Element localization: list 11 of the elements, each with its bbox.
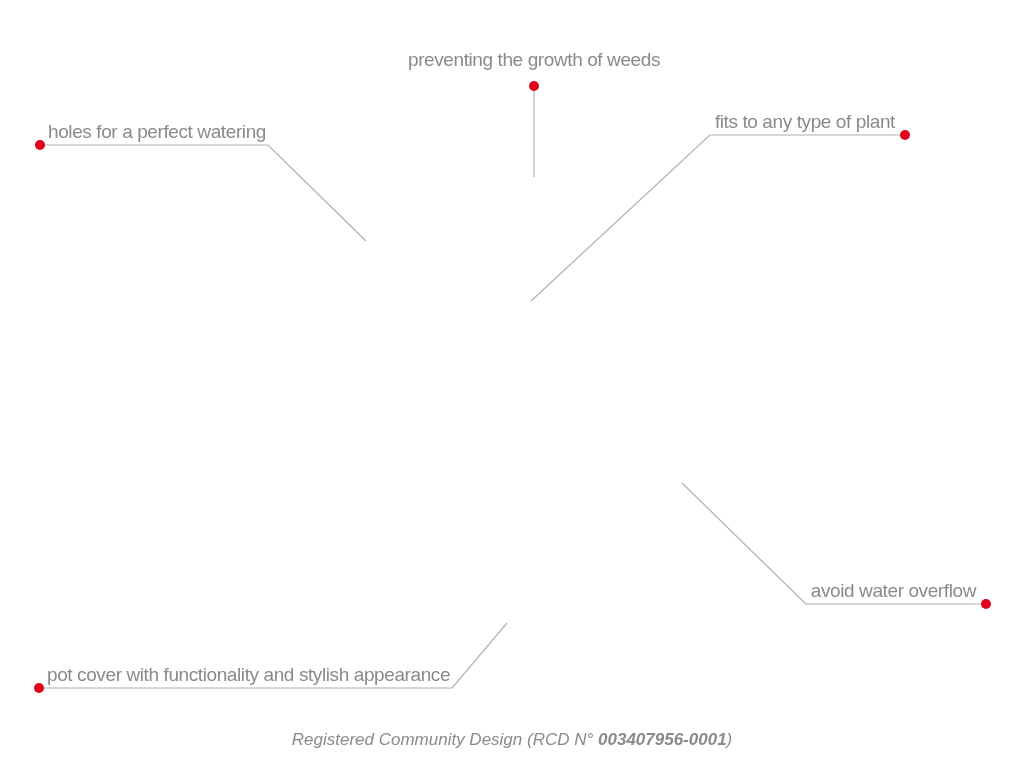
caption: Registered Community Design (RCD N° 003407956-0001) <box>291 730 733 749</box>
leader-line <box>681 482 991 609</box>
leader-line <box>35 140 367 242</box>
leader-line <box>530 130 910 302</box>
leader-line <box>529 81 539 178</box>
callout-text: pot cover with functionality and stylish appearance <box>47 663 451 687</box>
callout-text: preventing the growth of weeds <box>407 48 661 72</box>
leader-line <box>34 622 508 693</box>
callout-text: holes for a perfect watering <box>48 120 266 144</box>
callout-text: fits to any type of plant <box>714 110 895 134</box>
callout-text: avoid water overflow <box>810 579 976 603</box>
